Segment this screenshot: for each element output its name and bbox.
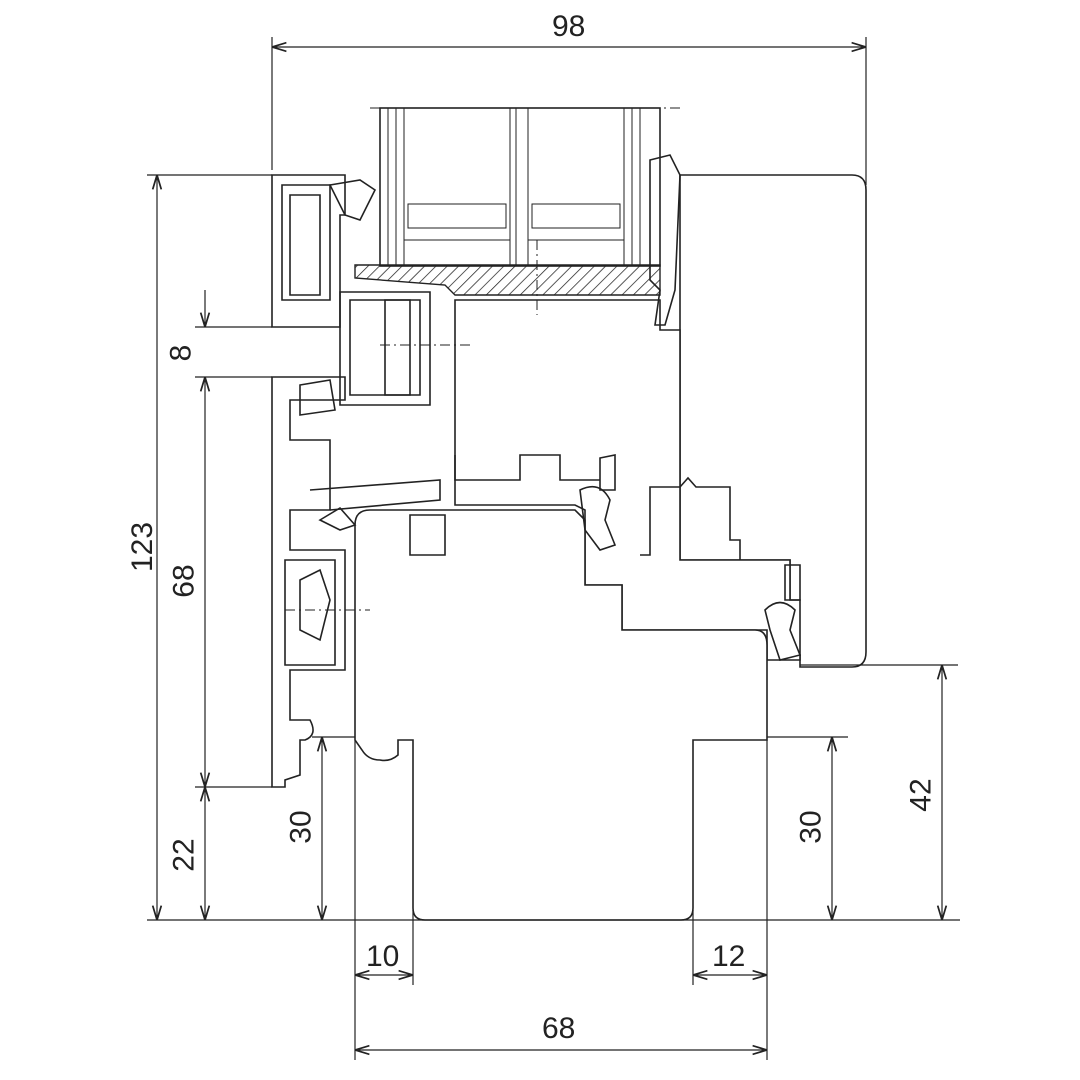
outer-frame [679,174,867,668]
glazing-bead [354,264,661,296]
dim-bottom-offset: 22 [167,838,201,872]
sash-profile [454,299,801,661]
dim-frame-rebate-height: 42 [904,778,938,812]
dim-sill-width: 68 [542,1012,576,1045]
dim-right-groove-width: 12 [712,940,746,973]
dim-gap: 8 [164,344,198,362]
aluminium-lower-cladding [271,376,346,788]
dim-overall-width: 98 [552,10,586,43]
aluminium-cladding [271,174,346,328]
dimension-lines [147,37,960,1060]
dim-right-groove-height: 30 [794,810,828,844]
dim-cladding-height: 68 [167,564,201,598]
dim-left-groove-width: 10 [366,940,400,973]
dim-left-groove-height: 30 [284,810,318,844]
dim-overall-height: 123 [126,521,160,573]
